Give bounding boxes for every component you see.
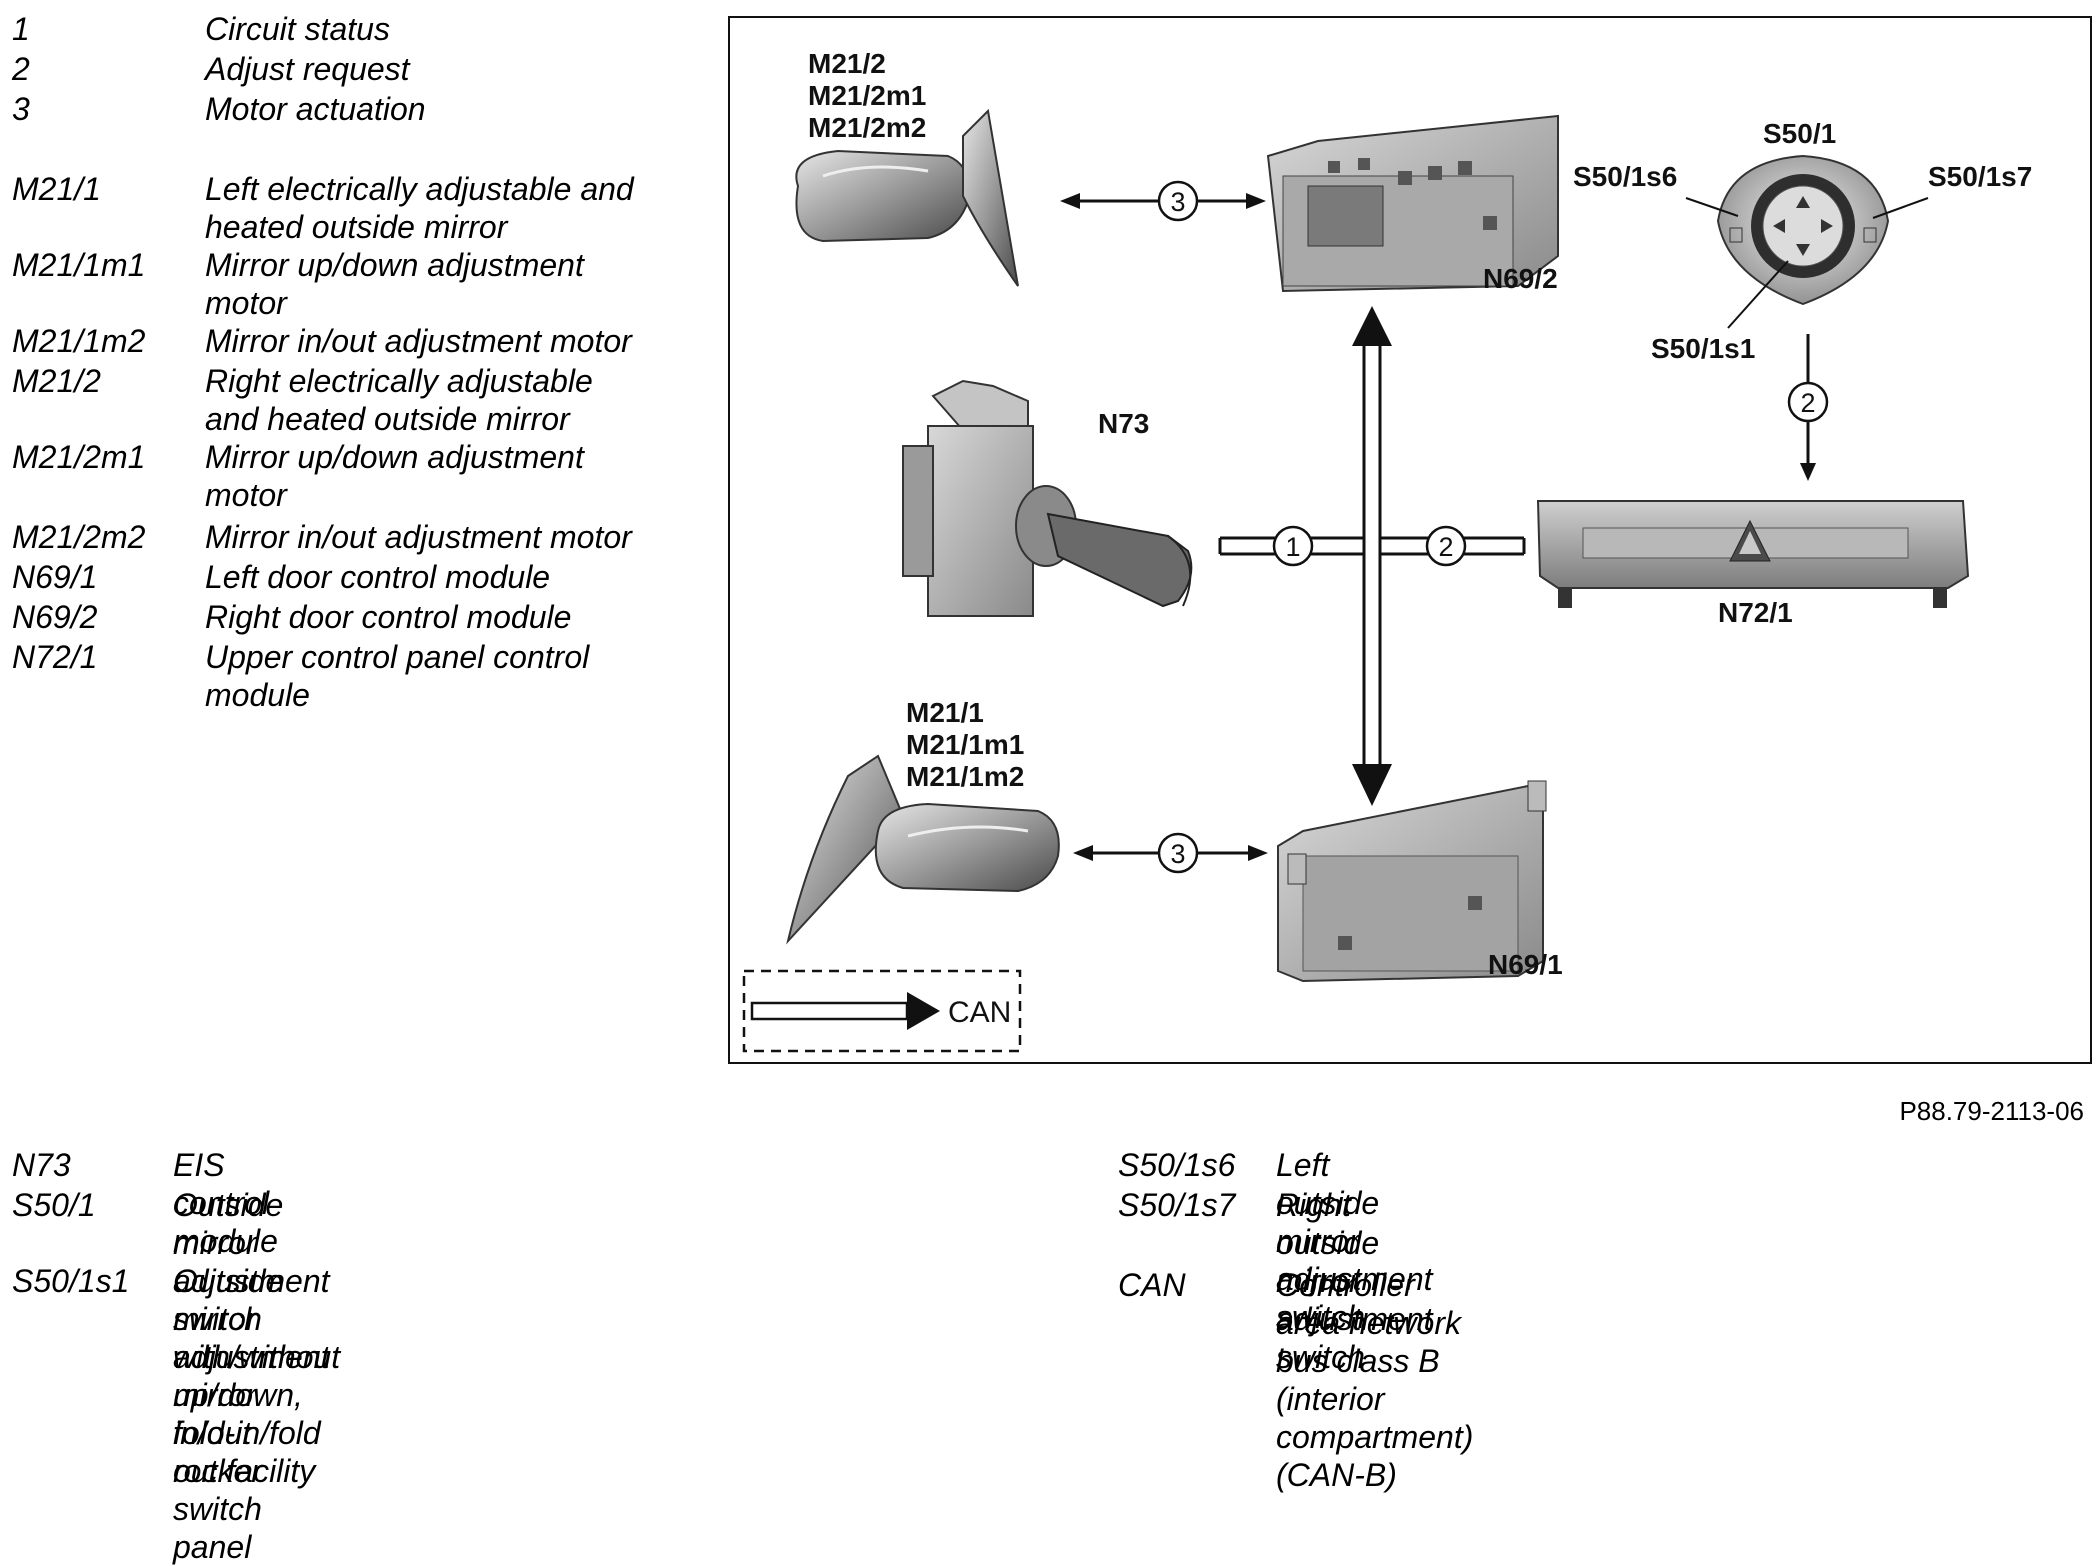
legend-desc: Mirror in/out adjustment motor	[205, 323, 632, 359]
legend-code: M21/2	[12, 363, 101, 399]
label-m21-2: M21/2	[808, 48, 886, 79]
legend-code: CAN	[1118, 1267, 1186, 1303]
left-mirror-image	[786, 754, 1060, 945]
right-mirror-image	[795, 108, 1019, 287]
legend-desc: Adjust request	[205, 51, 410, 87]
legend-code: N69/2	[12, 599, 98, 635]
legend-desc: Mirror up/down adjustment motor	[205, 439, 584, 513]
legend-desc: Right door control module	[205, 599, 572, 635]
label-n72-1: N72/1	[1718, 597, 1793, 628]
figure-id: P88.79-2113-06	[1899, 1096, 2084, 1126]
mirror-switch-image	[1716, 154, 1890, 306]
legend-desc: Left outside mirror adjustment switch	[1276, 1147, 1433, 1335]
label-n69-2: N69/2	[1483, 263, 1558, 294]
label-m21-1m2: M21/1m2	[906, 761, 1024, 792]
label-m21-1: M21/1	[906, 697, 984, 728]
motor-actuation-arrow-bottom: 3	[1073, 832, 1268, 874]
legend-desc: Outside mirror adjustment up/down, in/ou…	[173, 1263, 330, 1565]
wiring-diagram: M21/2 M21/2m1 M21/2m2 3 N69/2 S50/1 S50/…	[728, 16, 2092, 1064]
legend-code: M21/2m1	[12, 439, 146, 475]
label-m21-2m2: M21/2m2	[808, 112, 926, 143]
adjust-request-arrow-vertical: 2	[1787, 334, 1829, 481]
legend-code: 2	[12, 51, 30, 87]
upper-control-panel-image	[1536, 500, 1970, 608]
can-legend-label: CAN	[948, 996, 1011, 1029]
legend-desc: Mirror in/out adjustment motor	[205, 519, 632, 555]
connection-number-2-horizontal: 2	[1438, 532, 1453, 562]
legend-code: N73	[12, 1147, 71, 1183]
legend-desc: EIS control module	[173, 1147, 278, 1259]
legend-code: S50/1s7	[1118, 1187, 1236, 1223]
legend-desc: Controller area network bus class B (int…	[1276, 1267, 1474, 1493]
connection-number-3-top: 3	[1170, 187, 1185, 217]
legend-desc: Left electrically adjustable and heated …	[205, 171, 634, 245]
legend-desc: Circuit status	[205, 11, 390, 47]
legend-desc: Left door control module	[205, 559, 551, 595]
eis-module-image	[902, 379, 1193, 617]
label-s50-1s1: S50/1s1	[1651, 333, 1755, 364]
legend-code: N72/1	[12, 639, 98, 675]
label-s50-1: S50/1	[1763, 118, 1836, 149]
label-n69-1: N69/1	[1488, 949, 1563, 980]
label-s50-1s7: S50/1s7	[1928, 161, 2032, 192]
legend-code: M21/1m2	[12, 323, 146, 359]
connection-number-1: 1	[1285, 532, 1300, 562]
legend-desc: Mirror up/down adjustment motor	[205, 247, 584, 321]
legend-desc: Motor actuation	[205, 91, 426, 127]
legend-desc: Right electrically adjustable and heated…	[205, 363, 593, 437]
connection-number-3-bottom: 3	[1170, 839, 1185, 869]
legend-desc: Upper control panel control module	[205, 639, 590, 713]
legend-code: S50/1	[12, 1187, 96, 1223]
can-legend-box	[742, 969, 1022, 1053]
right-door-module-image	[1266, 114, 1559, 293]
legend-code: M21/1m1	[12, 247, 146, 283]
label-m21-1m1: M21/1m1	[906, 729, 1024, 760]
legend-code: S50/1s1	[12, 1263, 130, 1299]
legend-desc: Right outside mirror adjustment switch	[1276, 1187, 1433, 1375]
legend-code: 3	[12, 91, 30, 127]
legend-code: M21/2m2	[12, 519, 146, 555]
label-n73: N73	[1098, 408, 1149, 439]
leader-line	[1872, 197, 1929, 219]
leader-line	[1727, 260, 1789, 329]
label-s50-1s6: S50/1s6	[1573, 161, 1677, 192]
connection-number-2-vertical: 2	[1800, 388, 1815, 418]
can-bus-horizontal	[1218, 525, 1526, 567]
legend-code: M21/1	[12, 171, 101, 207]
left-door-module-image	[1277, 780, 1547, 983]
motor-actuation-arrow-top: 3	[1060, 180, 1266, 222]
legend-code: N69/1	[12, 559, 98, 595]
label-m21-2m1: M21/2m1	[808, 80, 926, 111]
leader-line	[1685, 197, 1739, 217]
legend-code: 1	[12, 11, 30, 47]
legend-code: S50/1s6	[1118, 1147, 1236, 1183]
